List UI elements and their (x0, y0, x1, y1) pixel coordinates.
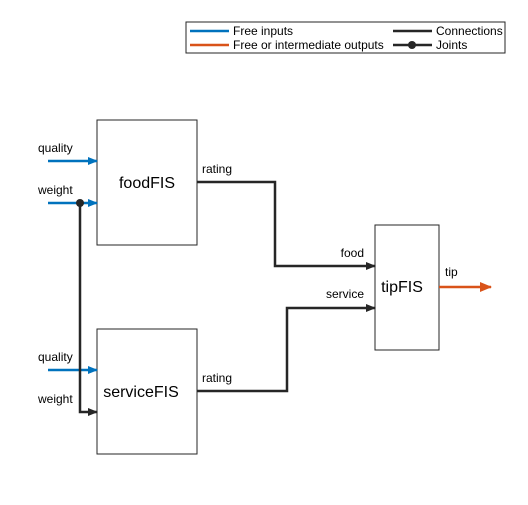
food-input-quality-label: quality (38, 141, 73, 155)
tip-output-label: tip (445, 265, 458, 279)
legend-box (185, 21, 506, 54)
service-output-rating-label: rating (202, 371, 232, 385)
block-servicefis-label: serviceFIS (103, 384, 179, 401)
service-input-quality-label: quality (38, 350, 73, 364)
connection-food-rating-to-tip (197, 180, 376, 270)
service-input-weight-label: weight (37, 392, 73, 406)
legend-free-inputs-label: Free inputs (233, 24, 293, 38)
legend: Free inputs Free or intermediate outputs… (185, 21, 506, 54)
block-servicefis[interactable] (96, 328, 198, 455)
legend-joint-marker (408, 41, 416, 49)
block-tipfis[interactable] (374, 224, 440, 351)
food-output-rating-label: rating (202, 162, 232, 176)
legend-connections-label: Connections (436, 24, 503, 38)
block-tipfis-label: tipFIS (381, 279, 423, 296)
food-input-weight-label: weight (37, 183, 73, 197)
connection-service-rating-to-tip (197, 304, 376, 393)
weight-shared-connection (78, 203, 98, 416)
block-foodfis[interactable] (96, 119, 198, 246)
tip-input-food-label: food (341, 246, 364, 260)
tip-input-service-label: service (326, 287, 364, 301)
block-foodfis-label: foodFIS (119, 175, 175, 192)
legend-joints-label: Joints (436, 38, 467, 52)
weight-joint (76, 199, 84, 207)
legend-free-outputs-label: Free or intermediate outputs (233, 38, 384, 52)
